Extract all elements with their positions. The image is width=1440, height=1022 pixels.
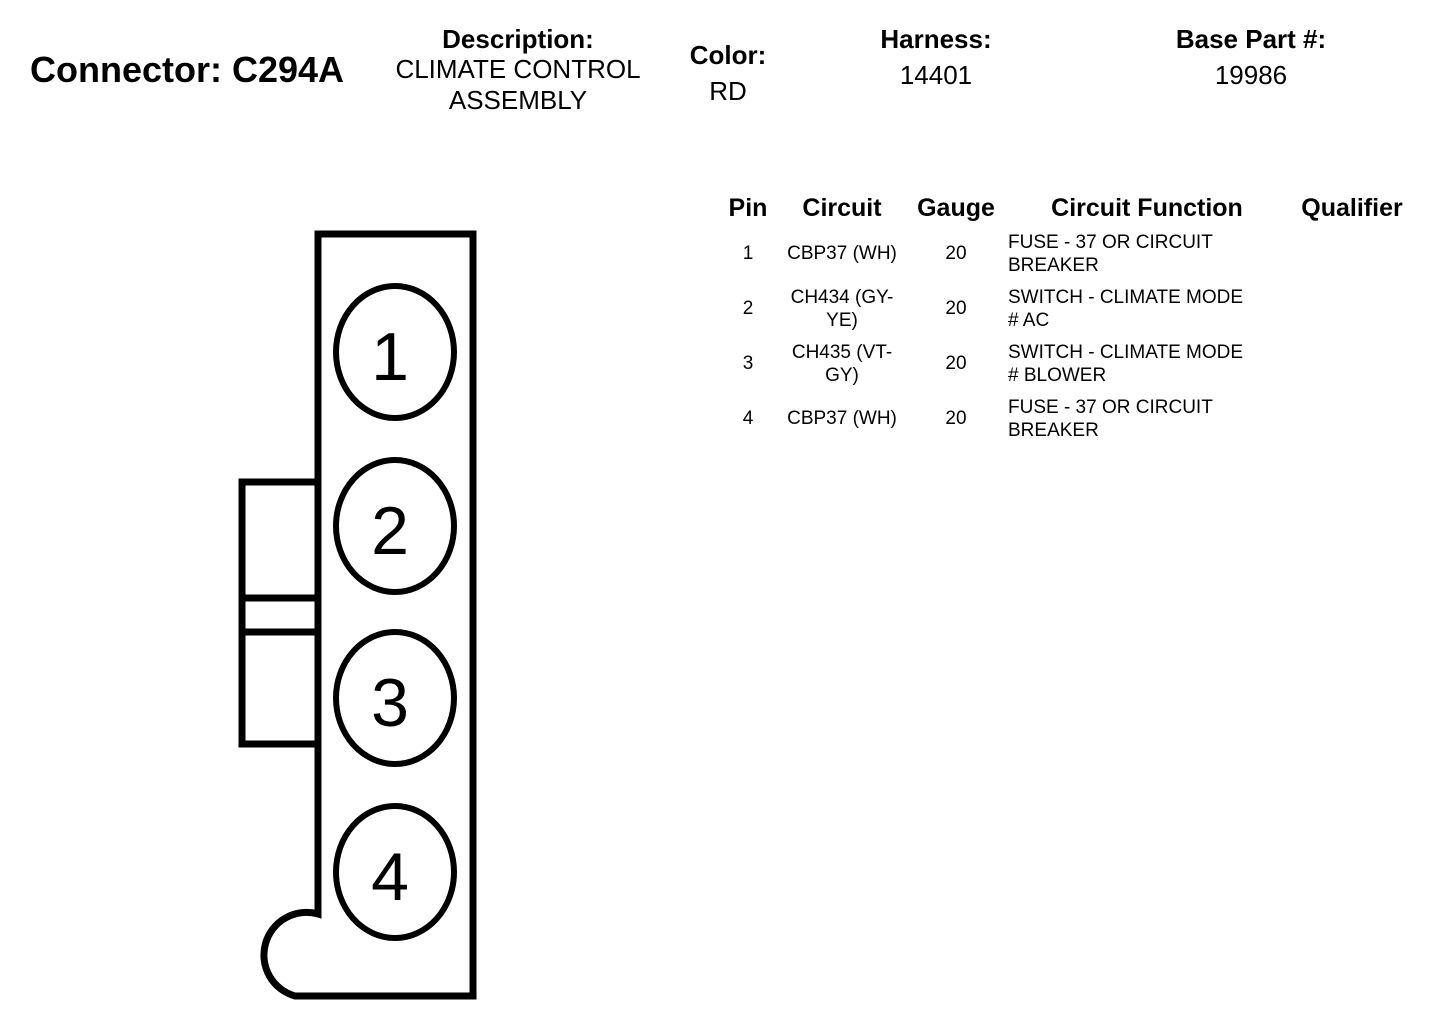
pinout-table: Pin Circuit Gauge Circuit Function Quali… xyxy=(720,190,1414,446)
connector-face-diagram: 1 2 3 4 xyxy=(238,230,477,1000)
color-value: RD xyxy=(709,76,747,106)
header-pin: Pin xyxy=(728,194,768,222)
cell-circuit: CH435 (VT- GY) xyxy=(776,336,908,391)
header-circuit-function: Circuit Function xyxy=(1051,194,1243,222)
cell-circuit-function: SWITCH - CLIMATE MODE # AC xyxy=(1004,281,1290,336)
connector-title: Connector: C294A xyxy=(30,49,345,90)
circuit-line2: YE) xyxy=(826,309,858,331)
table-header-row: Pin Circuit Gauge Circuit Function Quali… xyxy=(720,190,1414,226)
table-row: 1 CBP37 (WH) 20 FUSE - 37 OR CIRCUIT BRE… xyxy=(720,226,1414,281)
function-line1: SWITCH - CLIMATE MODE xyxy=(1008,341,1244,363)
header-gauge: Gauge xyxy=(917,194,995,222)
pin-number-label: 2 xyxy=(371,493,409,569)
description-value-line1: CLIMATE CONTROL xyxy=(395,54,641,84)
color-block: Color: RD xyxy=(676,40,780,107)
pin-cavity-2 xyxy=(333,457,457,595)
table-row: 2 CH434 (GY- YE) 20 SWITCH - CLIMATE MOD… xyxy=(720,281,1414,336)
cell-circuit-function: SWITCH - CLIMATE MODE # BLOWER xyxy=(1004,336,1290,391)
circuit-line2: GY) xyxy=(825,364,859,386)
cell-circuit-function: FUSE - 37 OR CIRCUIT BREAKER xyxy=(1004,226,1290,281)
pin-number-label: 3 xyxy=(371,665,409,741)
header-circuit: Circuit xyxy=(802,194,882,222)
header-qualifier: Qualifier xyxy=(1301,194,1403,222)
cell-gauge: 20 xyxy=(945,408,967,429)
cell-gauge: 20 xyxy=(945,353,967,374)
description-label: Description: xyxy=(442,24,594,54)
cell-qualifier xyxy=(1290,281,1414,336)
harness-value: 14401 xyxy=(899,60,973,90)
circuit-line1: CH434 (GY- xyxy=(790,286,894,308)
function-line2: # BLOWER xyxy=(1008,364,1107,386)
pin-number-label: 1 xyxy=(371,319,409,395)
harness-block: Harness: 14401 xyxy=(846,24,1026,91)
cell-circuit: CBP37 (WH) xyxy=(776,391,908,446)
function-line1: SWITCH - CLIMATE MODE xyxy=(1008,286,1244,308)
pin-number-label: 4 xyxy=(371,839,409,915)
table-row: 4 CBP37 (WH) 20 FUSE - 37 OR CIRCUIT BRE… xyxy=(720,391,1414,446)
harness-label: Harness: xyxy=(880,24,992,54)
pin-cavity-4 xyxy=(333,803,457,941)
cell-pin: 3 xyxy=(742,353,754,374)
connector-body-outline xyxy=(260,230,477,1000)
connector-latch-tab xyxy=(238,478,318,748)
pin-cavity-3 xyxy=(333,629,457,767)
color-label: Color: xyxy=(689,40,767,70)
base-part-value: 19986 xyxy=(1214,60,1288,90)
cell-pin: 2 xyxy=(742,298,754,319)
cell-circuit-function: FUSE - 37 OR CIRCUIT BREAKER xyxy=(1004,391,1290,446)
function-line2: # AC xyxy=(1008,309,1050,331)
cell-gauge: 20 xyxy=(945,243,967,264)
circuit-line1: CH435 (VT- xyxy=(791,341,893,363)
cell-gauge: 20 xyxy=(945,298,967,319)
description-value-line2: ASSEMBLY xyxy=(448,85,588,115)
circuit-line1: CBP37 (WH) xyxy=(787,408,897,429)
base-part-label: Base Part #: xyxy=(1175,24,1327,54)
function-line1: FUSE - 37 OR CIRCUIT xyxy=(1008,231,1213,253)
cell-circuit: CBP37 (WH) xyxy=(776,226,908,281)
cell-qualifier xyxy=(1290,391,1414,446)
cell-pin: 1 xyxy=(742,243,754,264)
cell-pin: 4 xyxy=(742,408,754,429)
description-block: Description: CLIMATE CONTROL ASSEMBLY xyxy=(380,24,656,116)
circuit-line1: CBP37 (WH) xyxy=(787,243,897,264)
table-row: 3 CH435 (VT- GY) 20 SWITCH - CLIMATE MOD… xyxy=(720,336,1414,391)
base-part-block: Base Part #: 19986 xyxy=(1140,24,1362,91)
function-line2: BREAKER xyxy=(1008,254,1099,276)
function-line2: BREAKER xyxy=(1008,419,1099,441)
function-line1: FUSE - 37 OR CIRCUIT xyxy=(1008,396,1213,418)
cell-qualifier xyxy=(1290,226,1414,281)
cell-qualifier xyxy=(1290,336,1414,391)
cell-circuit: CH434 (GY- YE) xyxy=(776,281,908,336)
pin-cavity-1 xyxy=(333,283,457,421)
